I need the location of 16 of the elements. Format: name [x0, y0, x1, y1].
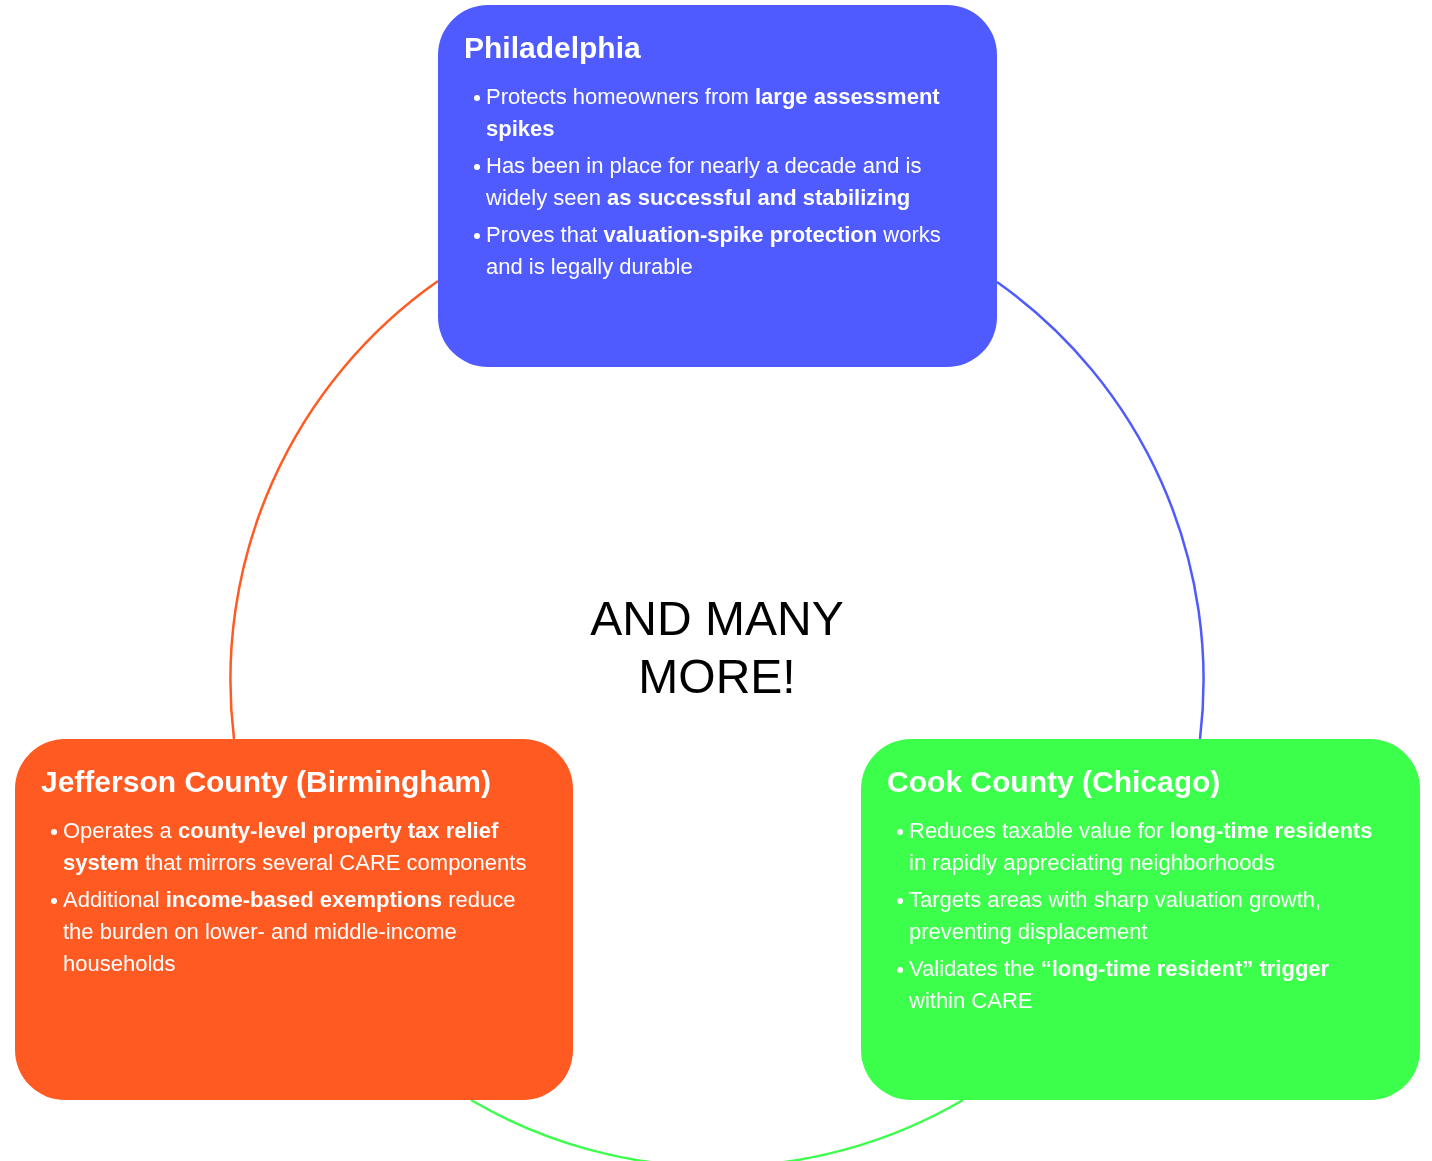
bullet-point: Validates the “long-time resident” trigger within CARE	[897, 953, 1380, 1017]
card-heading: Cook County (Chicago)	[887, 765, 1221, 799]
bullet-point: Reduces taxable value for long-time residents in rapidly appreciating neighborhoods	[897, 815, 1380, 879]
card-heading: Jefferson County (Birmingham)	[41, 765, 492, 799]
info-card	[15, 739, 573, 1100]
bullet-point: Proves that valuation-spike protection works and is legally durable	[474, 219, 957, 283]
card-heading: Philadelphia	[464, 31, 641, 65]
bullet-point: Additional income-based exemptions reduce the burden on lower- and middle-income households	[51, 884, 533, 980]
connector-arc	[229, 280, 439, 740]
info-card	[438, 5, 997, 367]
connector-arc	[470, 1098, 964, 1161]
bullet-point: Protects homeowners from large assessment spikes	[474, 81, 957, 145]
bullet-point: Targets areas with sharp valuation growth, preventing displacement	[897, 884, 1380, 948]
connector-arc	[996, 281, 1205, 740]
center-note: AND MANY MORE!	[589, 591, 845, 705]
info-card	[861, 739, 1420, 1100]
